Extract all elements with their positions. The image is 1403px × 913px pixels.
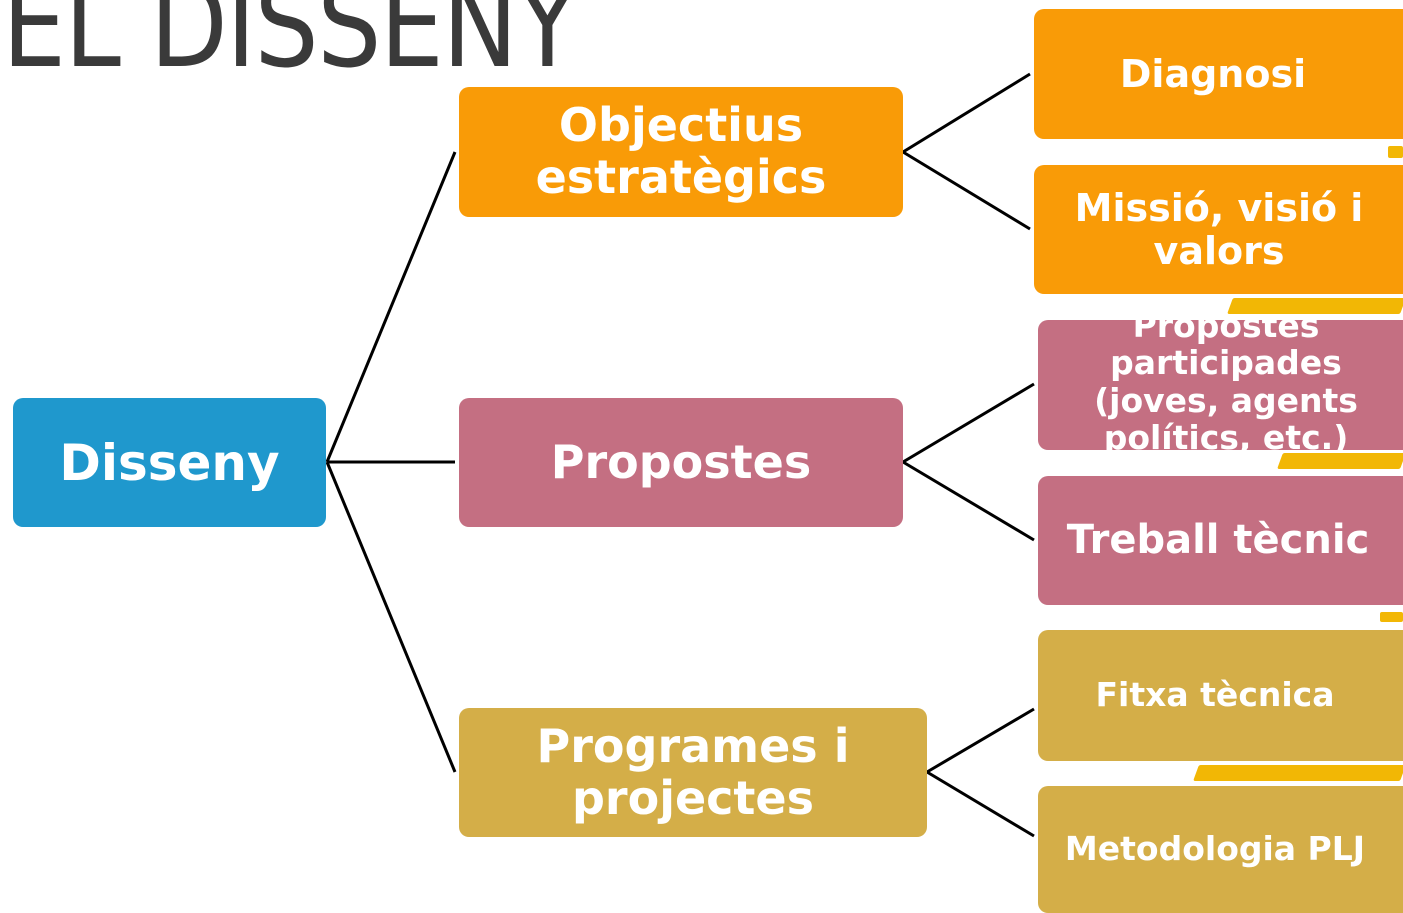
node-label: Programes i projectes [536,718,850,825]
node-label: Objectius estratègics [535,98,827,204]
node-label: Propostes participades (joves, agents po… [1094,320,1358,450]
node-propostes-participades: Propostes participades (joves, agents po… [1038,320,1403,450]
node-programes-projectes: Programes i projectes [459,708,927,837]
node-diagnosi: Diagnosi [1034,9,1403,139]
connector-propostes-treball [902,460,1035,542]
connector-propostes-participades [902,382,1035,464]
paint-splash [1193,765,1403,781]
node-label: Disseny [59,433,280,492]
node-objectius-estrategics: Objectius estratègics [459,87,903,217]
node-label: Fitxa tècnica [1095,675,1335,715]
node-label: Metodologia PLJ [1064,829,1366,869]
paint-splash [1227,298,1403,314]
connector-root-programes [325,461,457,773]
node-metodologia-plj: Metodologia PLJ [1038,786,1403,913]
node-treball-tecnic: Treball tècnic [1038,476,1403,605]
connector-objectius-missio [902,150,1031,231]
connector-objectius-diagnosi [902,72,1031,154]
slide-title: EL DISSENY [2,0,578,94]
node-label: Propostes [550,434,812,489]
node-fitxa-tecnica: Fitxa tècnica [1038,630,1403,761]
node-missio-visio-valors: Missió, visió i valors [1034,165,1403,294]
connector-programes-fitxa [926,707,1035,774]
node-disseny: Disseny [13,398,326,527]
node-label: Diagnosi [1119,51,1307,96]
connector-programes-metodologia [926,770,1035,838]
connector-root-objectius [325,151,457,463]
paint-splash [1380,612,1403,622]
paint-splash [1277,453,1403,469]
node-propostes: Propostes [459,398,903,527]
node-label: Missió, visió i valors [1074,185,1364,273]
node-label: Treball tècnic [1066,517,1370,564]
paint-splash [1388,146,1403,158]
